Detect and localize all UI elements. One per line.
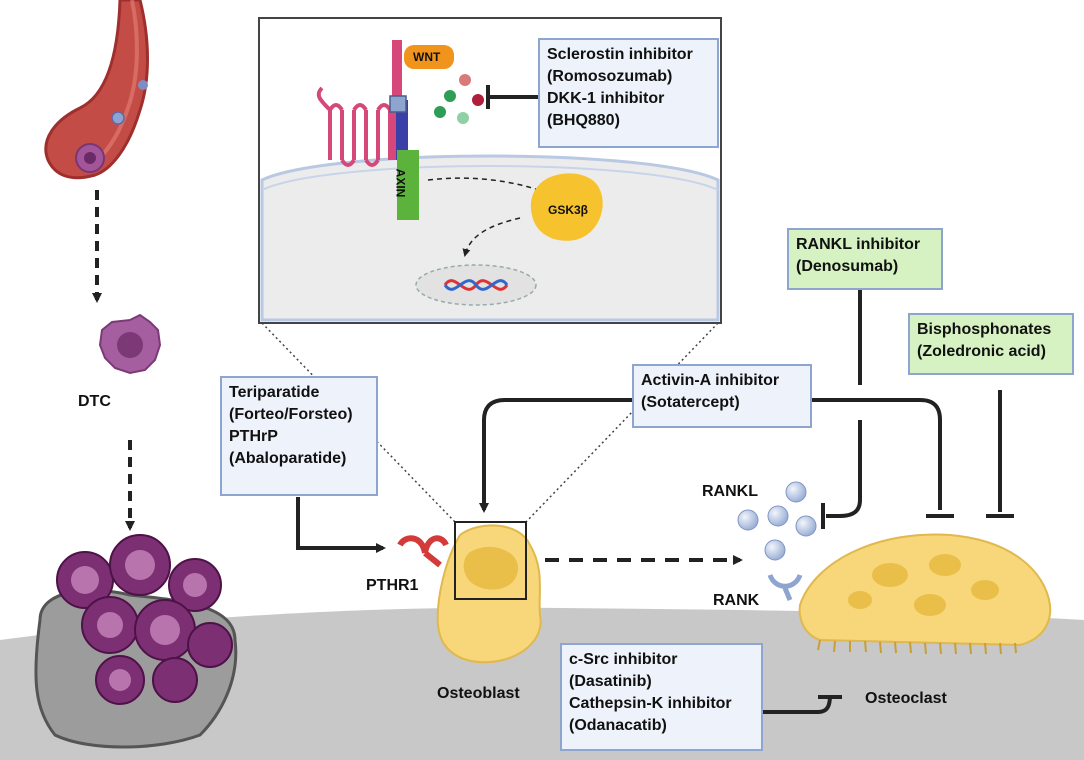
wnt-ligand [404, 45, 454, 69]
osteoblast-cell-icon [436, 524, 542, 664]
box-line: Bisphosphonates [917, 321, 1052, 338]
blood-vessel-icon [44, 0, 149, 180]
dtc-label: DTC [78, 393, 111, 410]
osteoblast-zoom-box [454, 521, 527, 600]
axin-protein [397, 150, 419, 220]
box-line: (Abaloparatide) [229, 450, 347, 467]
gsk3b-label: GSK3β [548, 203, 589, 217]
rankl-inhibitor-box: RANKL inhibitor (Denosumab) [787, 228, 943, 290]
box-line: RANKL inhibitor [796, 236, 921, 253]
box-line: Sclerostin inhibitor [547, 46, 693, 63]
box-line: (Denosumab) [796, 258, 899, 275]
box-line: Activin-A inhibitor [641, 372, 780, 389]
box-line: c-Src inhibitor [569, 651, 678, 668]
box-line: DKK-1 inhibitor [547, 90, 665, 107]
rank-receptor [767, 573, 803, 601]
tumor-cell-icon [98, 313, 162, 375]
cell-nucleus-region [260, 154, 720, 322]
axin-label: AXIN [393, 168, 408, 198]
frizzled-receptor [316, 86, 392, 167]
box-line: (Romosozumab) [547, 68, 673, 85]
box-line: (BHQ880) [547, 112, 620, 129]
rank-label: RANK [713, 592, 760, 609]
pthr1-receptor [397, 535, 449, 568]
dna-icon [443, 279, 509, 291]
box-line: (Odanacatib) [569, 717, 667, 734]
teriparatide-box: Teriparatide (Forteo/Forsteo) PTHrP (Aba… [220, 376, 378, 496]
pthr1-label: PTHR1 [366, 577, 419, 594]
osteoclast-cell-icon [798, 533, 1052, 655]
gsk3b-protein [530, 173, 603, 241]
box-line: Cathepsin-K inhibitor [569, 695, 732, 712]
csrc-inhibitor-box: c-Src inhibitor (Dasatinib) Cathepsin-K … [560, 643, 763, 751]
box-line: (Dasatinib) [569, 673, 652, 690]
box-line: (Forteo/Forsteo) [229, 406, 353, 423]
osteoblast-label: Osteoblast [437, 685, 520, 702]
osteoclast-label: Osteoclast [865, 690, 947, 707]
wnt-label: WNT [413, 50, 441, 64]
box-line: PTHrP [229, 428, 278, 445]
rankl-label: RANKL [702, 483, 758, 500]
rankl-molecules [737, 481, 817, 561]
bone-surface [0, 607, 1084, 760]
activin-inhibitor-box: Activin-A inhibitor (Sotatercept) [632, 364, 812, 428]
box-line: (Zoledronic acid) [917, 343, 1046, 360]
wnt-ligand-dots [434, 74, 484, 124]
bisphosphonates-box: Bisphosphonates (Zoledronic acid) [908, 313, 1074, 375]
bone-metastasis-icon [34, 534, 238, 749]
box-line: (Sotatercept) [641, 394, 740, 411]
sclerostin-inhibitor-box: Sclerostin inhibitor (Romosozumab) DKK-1… [538, 38, 719, 148]
box-line: Teriparatide [229, 384, 320, 401]
